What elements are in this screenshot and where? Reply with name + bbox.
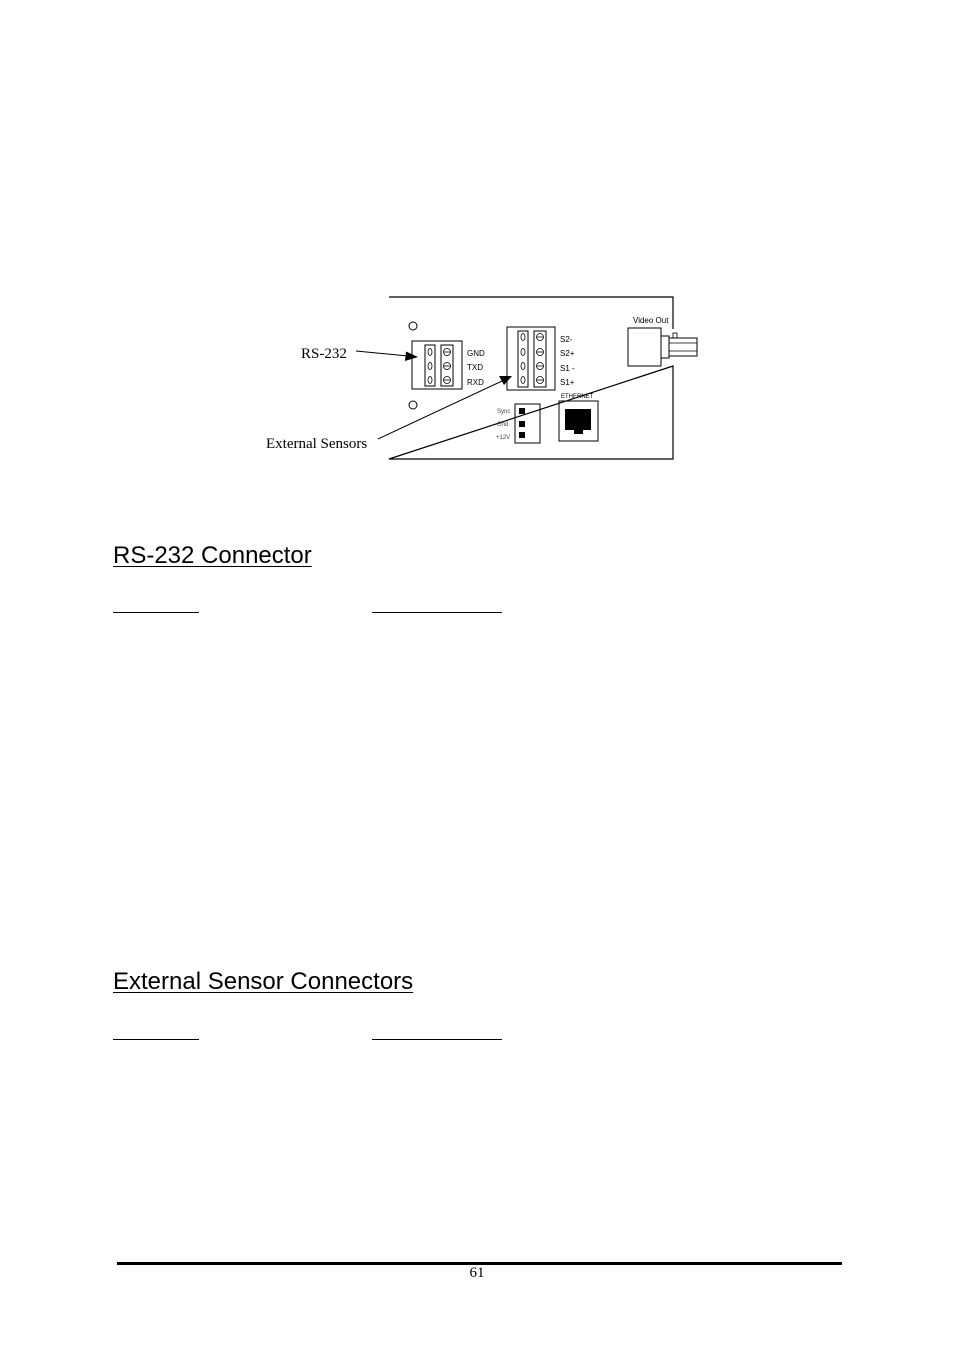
sensors-callout-arrow (377, 376, 512, 440)
video-out-label: Video Out (633, 316, 669, 325)
sensor-pin-s2-plus: S2+ (560, 349, 575, 358)
rs232-terminal-block (411, 340, 463, 390)
sensor-terminal-block (506, 326, 556, 391)
ethernet-port-icon (558, 400, 599, 442)
rs232-table-col-rule-1 (113, 612, 199, 613)
mounting-hole-top (408, 321, 418, 331)
ethernet-label: ETHERNET (561, 394, 594, 400)
rs232-connector-heading: RS-232 Connector (113, 542, 312, 569)
rs232-callout-arrow (355, 350, 418, 361)
sensor-pin-s1-minus: S1 - (560, 364, 575, 373)
page-number: 61 (469, 1265, 485, 1281)
rs232-pin-rxd: RXD (467, 378, 484, 387)
header-pin-12v: +12V (496, 435, 510, 441)
rs232-table-col-rule-2 (372, 612, 502, 613)
header-pin-sync: Sync (497, 409, 510, 415)
sensor-pin-s1-plus: S1+ (560, 378, 575, 387)
footer-rule (117, 1262, 842, 1265)
board-outline (388, 296, 674, 460)
rs232-pin-txd: TXD (467, 363, 483, 372)
board-connector-diagram: GND TXD RXD S2- S2+ S1 - S1+ (266, 296, 698, 460)
mounting-hole-bottom (408, 400, 418, 410)
external-sensor-connectors-heading: External Sensor Connectors (113, 968, 414, 995)
rs232-callout-label: RS-232 (301, 346, 347, 362)
header-pin-gnd: Gnd (497, 422, 508, 428)
sensor-table-col-rule-1 (113, 1039, 199, 1040)
external-sensors-callout-label: External Sensors (266, 436, 367, 452)
sensor-pin-s2-minus: S2- (560, 335, 573, 344)
sensor-table-col-rule-2 (372, 1039, 502, 1040)
bnc-connector-icon (627, 327, 698, 367)
rs232-pin-gnd: GND (467, 349, 485, 358)
power-sync-header (514, 403, 541, 444)
